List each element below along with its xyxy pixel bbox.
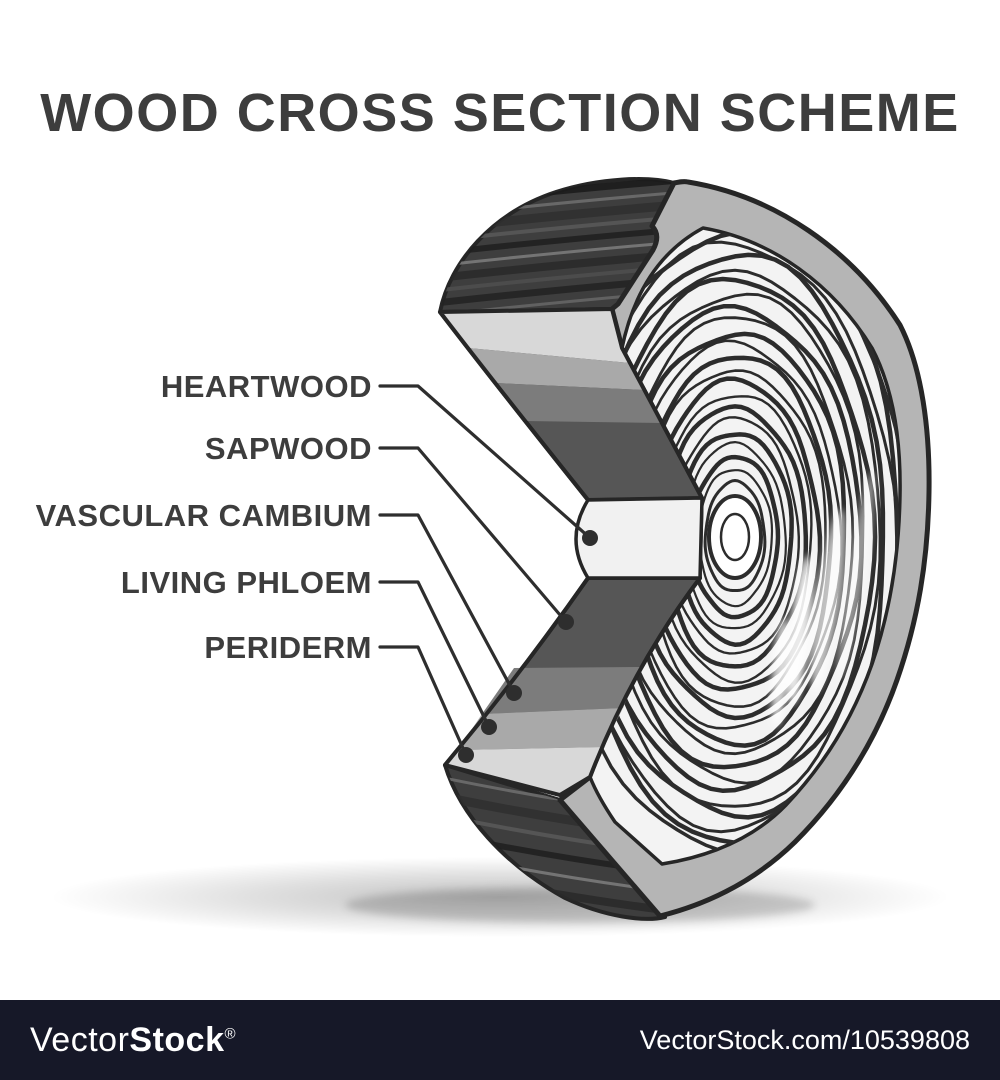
heartwood-strip — [574, 496, 704, 580]
leader-dot-sapwood — [558, 614, 574, 630]
highlight-streaks — [771, 471, 875, 727]
wedge-upper-face — [438, 307, 704, 502]
layer-label-vascular-cambium: VASCULAR CAMBIUM — [36, 498, 372, 533]
pith-ring — [707, 494, 763, 580]
upper-face-outline — [438, 307, 704, 502]
upper-face-periderm-layer — [440, 309, 630, 363]
upper-face-cambium-layer — [495, 383, 662, 423]
layer-label-periderm: PERIDERM — [204, 630, 372, 665]
leader-line-sapwood — [378, 446, 568, 624]
lower-face-cambium-layer — [482, 667, 640, 714]
upper-face-phloem-layer — [468, 348, 644, 390]
registered-mark: ® — [224, 1025, 237, 1043]
watermark-url: VectorStock.com/10539808 — [639, 1024, 970, 1055]
layer-label-heartwood: HEARTWOOD — [161, 369, 372, 404]
leader-line-vascular-cambium — [378, 513, 516, 695]
pith-ring — [719, 512, 751, 562]
leader-dot-periderm — [458, 747, 474, 763]
leader-line-periderm — [378, 645, 468, 757]
layer-label-living-phloem: LIVING PHLOEM — [121, 565, 372, 600]
leader-line-heartwood — [378, 384, 592, 540]
lower-face-phloem-layer — [458, 708, 623, 750]
growth-ring — [703, 479, 767, 592]
layer-label-sapwood: SAPWOOD — [205, 431, 372, 466]
leader-dot-living-phloem — [481, 719, 497, 735]
leader-dot-vascular-cambium — [506, 685, 522, 701]
page-title: WOOD CROSS SECTION SCHEME — [40, 83, 960, 143]
layer-labels: HEARTWOOD SAPWOOD VASCULAR CAMBIUM LIVING P… — [36, 369, 372, 665]
logo-text-bold: Stock — [129, 1020, 225, 1059]
vectorstock-logo: VectorStock® — [30, 1021, 236, 1060]
watermark-bar: VectorStock® VectorStock.com/10539808 — [0, 1000, 1000, 1080]
leader-lines — [378, 384, 598, 763]
leader-line-living-phloem — [378, 580, 491, 729]
logo-text-light: Vector — [30, 1020, 130, 1059]
lower-face-periderm-layer — [445, 747, 603, 795]
ground-shadow — [50, 857, 950, 937]
wood-cross-section-diagram: HEARTWOOD SAPWOOD VASCULAR CAMBIUM LIVING P… — [36, 177, 950, 937]
leader-dot-heartwood — [582, 530, 598, 546]
